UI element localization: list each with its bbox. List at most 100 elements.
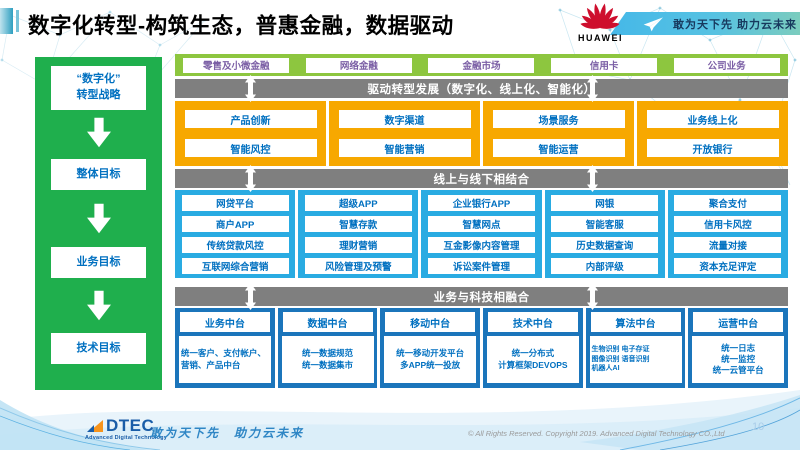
application-item: 互金影像内容管理 [428, 236, 535, 253]
drive-transform-bar: 驱动转型发展（数字化、线上化、智能化） [175, 75, 788, 102]
adtec-wordmark: DTEC [106, 416, 155, 435]
application-item: 智慧网点 [428, 215, 535, 232]
application-column: 超级APP 智慧存款 理财营销 风险管理及预警 [298, 190, 419, 278]
updown-arrow-icon [587, 283, 598, 310]
strategy-sidebar: “数字化” 转型战略 整体目标 业务目标 技术目标 [35, 57, 162, 390]
application-item: 内部评级 [551, 257, 659, 274]
platform-detail: 统一移动开发平台 多APP统一投放 [384, 336, 477, 383]
updown-arrow-icon [587, 165, 598, 192]
application-item: 互联网综合营销 [181, 257, 289, 274]
footer-slogan: 敢为天下先 助力云未来 [150, 426, 305, 440]
capability-item: 数字渠道 [338, 110, 471, 128]
business-line-item: 公司业务 [673, 57, 780, 73]
application-item: 智慧存款 [304, 215, 412, 232]
platform-header: 技术中台 [487, 312, 578, 332]
tech-fusion-bar: 业务与科技相融合 [175, 283, 788, 310]
capability-column: 数字渠道 智能营销 [329, 101, 480, 166]
platform-column-mobile: 移动中台 统一移动开发平台 多APP统一投放 [380, 308, 481, 388]
capability-item: 开放银行 [646, 139, 779, 157]
slogan-banner: 敢为天下先 助力云未来 [610, 12, 800, 35]
sidebar-item-business-goal: 业务目标 [51, 247, 146, 278]
huawei-flower-icon [580, 3, 620, 29]
platform-column-algorithm: 算法中台 生物识别 电子存证 图像识别 语音识别 机器人AI [585, 308, 686, 388]
down-arrow-icon [86, 290, 111, 321]
application-item: 理财营销 [304, 236, 412, 253]
capability-column: 产品创新 智能风控 [175, 101, 326, 166]
application-item: 智能客服 [551, 215, 659, 232]
business-line-item: 零售及小微金融 [183, 57, 290, 73]
application-band: 网贷平台 商户APP 传统贷款风控 互联网综合营销 超级APP 智慧存款 理财营… [175, 190, 789, 278]
updown-arrow-icon [245, 165, 256, 192]
application-column: 聚合支付 信用卡风控 流量对接 资本充足评定 [667, 190, 789, 278]
wave-decoration [0, 390, 800, 450]
capability-band: 产品创新 智能风控 数字渠道 智能营销 场景服务 智能运营 业务线上化 开放银行 [175, 101, 788, 166]
huawei-wordmark: HUAWEI [578, 33, 623, 43]
title-accent-bar-thin [16, 10, 19, 32]
platform-band: 业务中台 统一客户、支付帐户、营销、产品中台 数据中台 统一数据规范 统一数据集… [175, 308, 789, 388]
platform-detail: 统一分布式 计算框架DEVOPS [486, 336, 579, 383]
application-item: 网贷平台 [181, 194, 289, 211]
platform-detail: 统一日志 统一监控 统一云管平台 [692, 336, 785, 383]
down-arrow-icon [86, 117, 111, 148]
platform-detail: 统一数据规范 统一数据集市 [281, 336, 374, 383]
platform-header: 业务中台 [179, 312, 270, 332]
title-accent-bar [0, 8, 13, 34]
application-item: 超级APP [304, 194, 412, 211]
platform-header: 移动中台 [385, 312, 476, 332]
copyright-text: © All Rights Reserved. Copyright 2019. A… [468, 429, 725, 438]
platform-column-tech: 技术中台 统一分布式 计算框架DEVOPS [483, 308, 583, 388]
adtec-logo: DTEC Advanced Digital Technology [85, 417, 167, 441]
application-item: 企业银行APP [428, 194, 535, 211]
down-arrow-icon [86, 203, 111, 234]
business-lines-row: 零售及小微金融 网络金融 金融市场 信用卡 公司业务 [175, 54, 788, 76]
business-line-item: 信用卡 [551, 57, 658, 73]
platform-header: 运营中台 [693, 312, 784, 332]
updown-arrow-icon [245, 283, 256, 310]
platform-detail: 统一客户、支付帐户、营销、产品中台 [178, 336, 271, 383]
updown-arrow-icon [245, 75, 256, 102]
application-item: 聚合支付 [674, 194, 782, 211]
platform-detail: 生物识别 电子存证 图像识别 语音识别 机器人AI [589, 336, 682, 383]
application-item: 传统贷款风控 [181, 236, 289, 253]
business-line-item: 网络金融 [305, 57, 412, 73]
capability-item: 场景服务 [492, 110, 625, 128]
application-column: 网贷平台 商户APP 传统贷款风控 互联网综合营销 [175, 190, 296, 278]
paper-plane-icon [643, 16, 663, 31]
adtec-arrow-icon [87, 420, 103, 432]
platform-column-data: 数据中台 统一数据规范 统一数据集市 [277, 308, 378, 388]
online-offline-bar: 线上与线下相结合 [175, 165, 788, 192]
application-item: 风险管理及预警 [304, 257, 412, 274]
sidebar-item-overall-goal: 整体目标 [51, 159, 146, 190]
page-title: 数字化转型-构筑生态，普惠金融，数据驱动 [28, 14, 454, 38]
capability-column: 场景服务 智能运营 [483, 101, 634, 166]
application-column: 网银 智能客服 历史数据查询 内部评级 [544, 190, 665, 278]
platform-column-operation: 运营中台 统一日志 统一监控 统一云管平台 [688, 308, 789, 388]
capability-item: 智能风控 [184, 139, 317, 157]
sidebar-item-strategy: “数字化” 转型战略 [51, 66, 146, 110]
banner-slogan-text: 敢为天下先 助力云未来 [673, 18, 798, 31]
application-item: 流量对接 [674, 236, 782, 253]
capability-item: 业务线上化 [646, 110, 779, 128]
application-item: 信用卡风控 [674, 215, 782, 232]
capability-item: 产品创新 [184, 110, 317, 128]
platform-header: 数据中台 [282, 312, 373, 332]
adtec-subtext: Advanced Digital Technology [85, 435, 168, 441]
capability-item: 智能运营 [492, 139, 625, 157]
application-item: 资本充足评定 [674, 257, 782, 274]
business-line-item: 金融市场 [428, 57, 535, 73]
platform-header: 算法中台 [590, 312, 681, 332]
capability-column: 业务线上化 开放银行 [637, 101, 788, 166]
application-column: 企业银行APP 智慧网点 互金影像内容管理 诉讼案件管理 [421, 190, 542, 278]
capability-item: 智能营销 [338, 139, 471, 157]
updown-arrow-icon [587, 75, 598, 102]
online-offline-label: 线上与线下相结合 [433, 173, 530, 186]
tech-fusion-label: 业务与科技相融合 [433, 291, 530, 304]
application-item: 诉讼案件管理 [428, 257, 535, 274]
application-item: 历史数据查询 [551, 236, 659, 253]
application-item: 商户APP [181, 215, 289, 232]
huawei-logo: HUAWEI [578, 2, 622, 43]
platform-column-business: 业务中台 统一客户、支付帐户、营销、产品中台 [175, 308, 275, 388]
page-number: 10 [752, 421, 765, 433]
application-item: 网银 [551, 194, 659, 211]
